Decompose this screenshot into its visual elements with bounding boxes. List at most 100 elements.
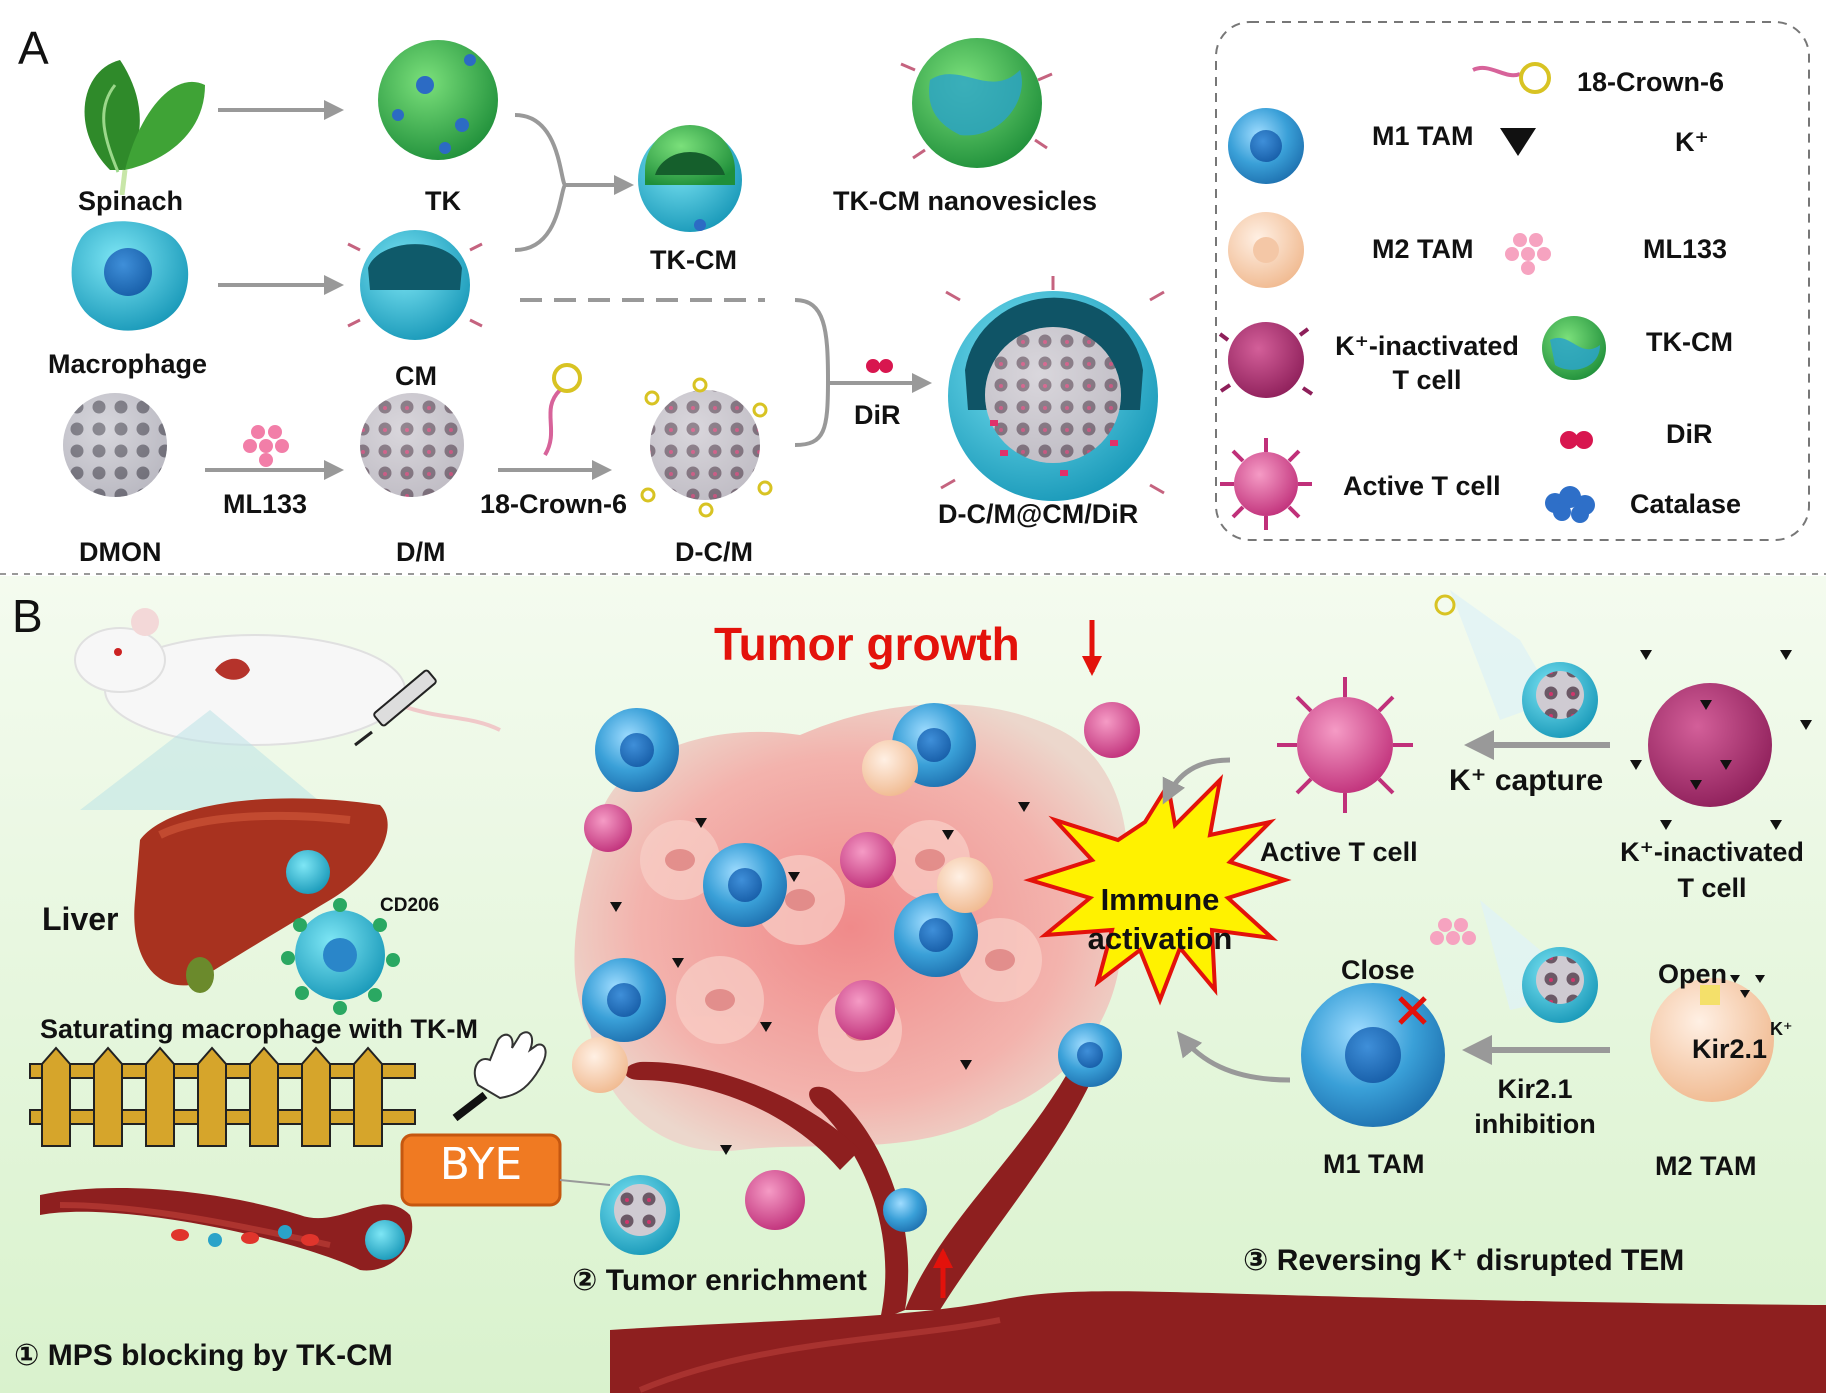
legend-ml133-icon	[1505, 233, 1551, 275]
tumor-t-cells	[584, 702, 1140, 1230]
bye-label: BYE	[439, 1139, 523, 1190]
label-macrophage: Macrophage	[48, 349, 208, 379]
tkcm-vesicle-icon	[638, 125, 742, 232]
label-activation: activation	[1087, 921, 1233, 956]
label-dcm: D-C/M	[675, 537, 753, 567]
legend-label-dir: DiR	[1666, 419, 1713, 449]
dmon-sphere-icon	[63, 393, 167, 497]
liver-icon	[134, 798, 388, 993]
tumor-growth-title: Tumor growth	[714, 618, 1020, 670]
label-cd206: CD206	[380, 895, 440, 916]
label-k-small: K⁺	[1770, 1019, 1793, 1039]
legend-label-m1: M1 TAM	[1372, 121, 1474, 151]
label-ml133: ML133	[223, 489, 308, 519]
label-kir-inhibition-2: inhibition	[1474, 1109, 1596, 1139]
label-tkcm: TK-CM	[650, 245, 737, 275]
tumor-blood-vessel	[610, 1039, 1826, 1393]
label-kir: Kir2.1	[1692, 1034, 1768, 1064]
label-inactivated-t-1: K⁺-inactivated	[1620, 837, 1804, 867]
label-k-capture: K⁺ capture	[1449, 764, 1604, 797]
arrow-to-tumor-1	[1162, 757, 1231, 805]
legend-box	[1215, 21, 1810, 541]
kir-nanoparticle-icon	[1430, 900, 1598, 1023]
legend-label-catalase: Catalase	[1630, 489, 1742, 519]
final-nanoparticle-icon	[940, 276, 1165, 501]
legend-label-active-t: Active T cell	[1343, 471, 1501, 501]
legend-active-t-icon	[1220, 438, 1312, 530]
label-cm: CM	[395, 361, 437, 391]
blood-vessel-left	[40, 1187, 413, 1271]
tkm-vesicle-on-liver-icon	[286, 850, 330, 894]
inactivated-t-cell-icon	[1630, 650, 1812, 830]
legend-tkcm-icon	[1542, 316, 1606, 380]
ml133-dots-icon	[243, 425, 289, 467]
kcapture-nanoparticle-icon	[1434, 590, 1598, 738]
legend-label-k: K⁺	[1675, 127, 1709, 157]
label-active-t-cell: Active T cell	[1260, 837, 1418, 867]
immune-activation-star	[1023, 774, 1292, 1006]
label-m1-tam: M1 TAM	[1323, 1149, 1425, 1179]
label-m2-tam: M2 TAM	[1655, 1151, 1757, 1181]
tumor-nanoparticle	[600, 1175, 680, 1255]
crown-ether-icon	[543, 363, 582, 457]
label-tkcm-nanovesicles: TK-CM nanovesicles	[833, 186, 1098, 216]
label-close: Close	[1341, 955, 1415, 985]
dir-dots-icon	[866, 359, 893, 373]
label-immune: Immune	[1100, 882, 1220, 917]
active-t-cell-icon	[1277, 677, 1413, 813]
legend-label-m2: M2 TAM	[1372, 234, 1474, 264]
tkcm-nanovesicle-icon	[900, 38, 1053, 168]
label-inactivated-t-2: T cell	[1677, 873, 1747, 903]
label-tk: TK	[425, 186, 461, 216]
label-tumor-enrichment: ② Tumor enrichment	[572, 1264, 867, 1297]
legend-label-ml133: ML133	[1643, 234, 1728, 264]
waving-hand-icon	[452, 1031, 547, 1122]
legend-label-inactivated-2: T cell	[1392, 365, 1462, 395]
panel-b-letter: B	[12, 590, 43, 642]
legend-label-crown: 18-Crown-6	[1577, 67, 1725, 97]
dcm-sphere-icon	[640, 377, 773, 518]
label-open: Open	[1658, 959, 1728, 989]
legend-label-inactivated-1: K⁺-inactivated	[1335, 331, 1519, 361]
legend-m1-icon	[1228, 108, 1304, 184]
arrow-to-tumor-2	[1176, 1031, 1291, 1083]
label-dmon: DMON	[79, 537, 162, 567]
fence-icon	[29, 1046, 416, 1147]
legend-m2-icon	[1228, 212, 1304, 288]
right-m1-icon	[1301, 983, 1445, 1127]
label-liver: Liver	[42, 901, 119, 937]
bye-sign	[400, 1133, 562, 1207]
merge-bracket	[514, 113, 568, 252]
legend-catalase-icon	[1545, 486, 1595, 523]
tk-sphere-icon	[378, 40, 498, 160]
label-final-particle: D-C/M@CM/DiR	[938, 499, 1139, 529]
legend-inactivated-t-icon	[1218, 322, 1314, 398]
legend-label-tkcm: TK-CM	[1646, 327, 1733, 357]
label-mps-blocking: ① MPS blocking by TK-CM	[14, 1339, 393, 1372]
tumor-m2-cells	[572, 740, 993, 1093]
merge-bracket-2	[794, 298, 831, 447]
label-reversing: ③ Reversing K⁺ disrupted TEM	[1243, 1244, 1685, 1277]
label-saturating: Saturating macrophage with TK-M	[40, 1014, 479, 1044]
panel-a-letter: A	[18, 22, 49, 74]
mouse-icon	[74, 608, 501, 746]
label-kir-inhibition-1: Kir2.1	[1497, 1074, 1573, 1104]
label-spinach: Spinach	[78, 186, 184, 216]
tumor-m1-cells	[582, 703, 1122, 1232]
legend-crown-icon	[1472, 62, 1551, 94]
label-dir: DiR	[854, 400, 901, 430]
syringe-icon	[354, 669, 437, 747]
legend-k-icon	[1500, 128, 1536, 156]
zoom-cone	[80, 710, 330, 810]
right-m2-icon	[1650, 975, 1774, 1102]
macrophage-icon	[71, 221, 189, 331]
spinach-icon	[84, 60, 205, 196]
legend-dir-icon	[1560, 431, 1593, 449]
dm-sphere-icon	[360, 393, 464, 497]
label-crown: 18-Crown-6	[480, 489, 628, 519]
cd206-macrophage-icon	[281, 898, 400, 1015]
label-dm: D/M	[396, 537, 446, 567]
cm-vesicle-icon	[347, 230, 483, 340]
